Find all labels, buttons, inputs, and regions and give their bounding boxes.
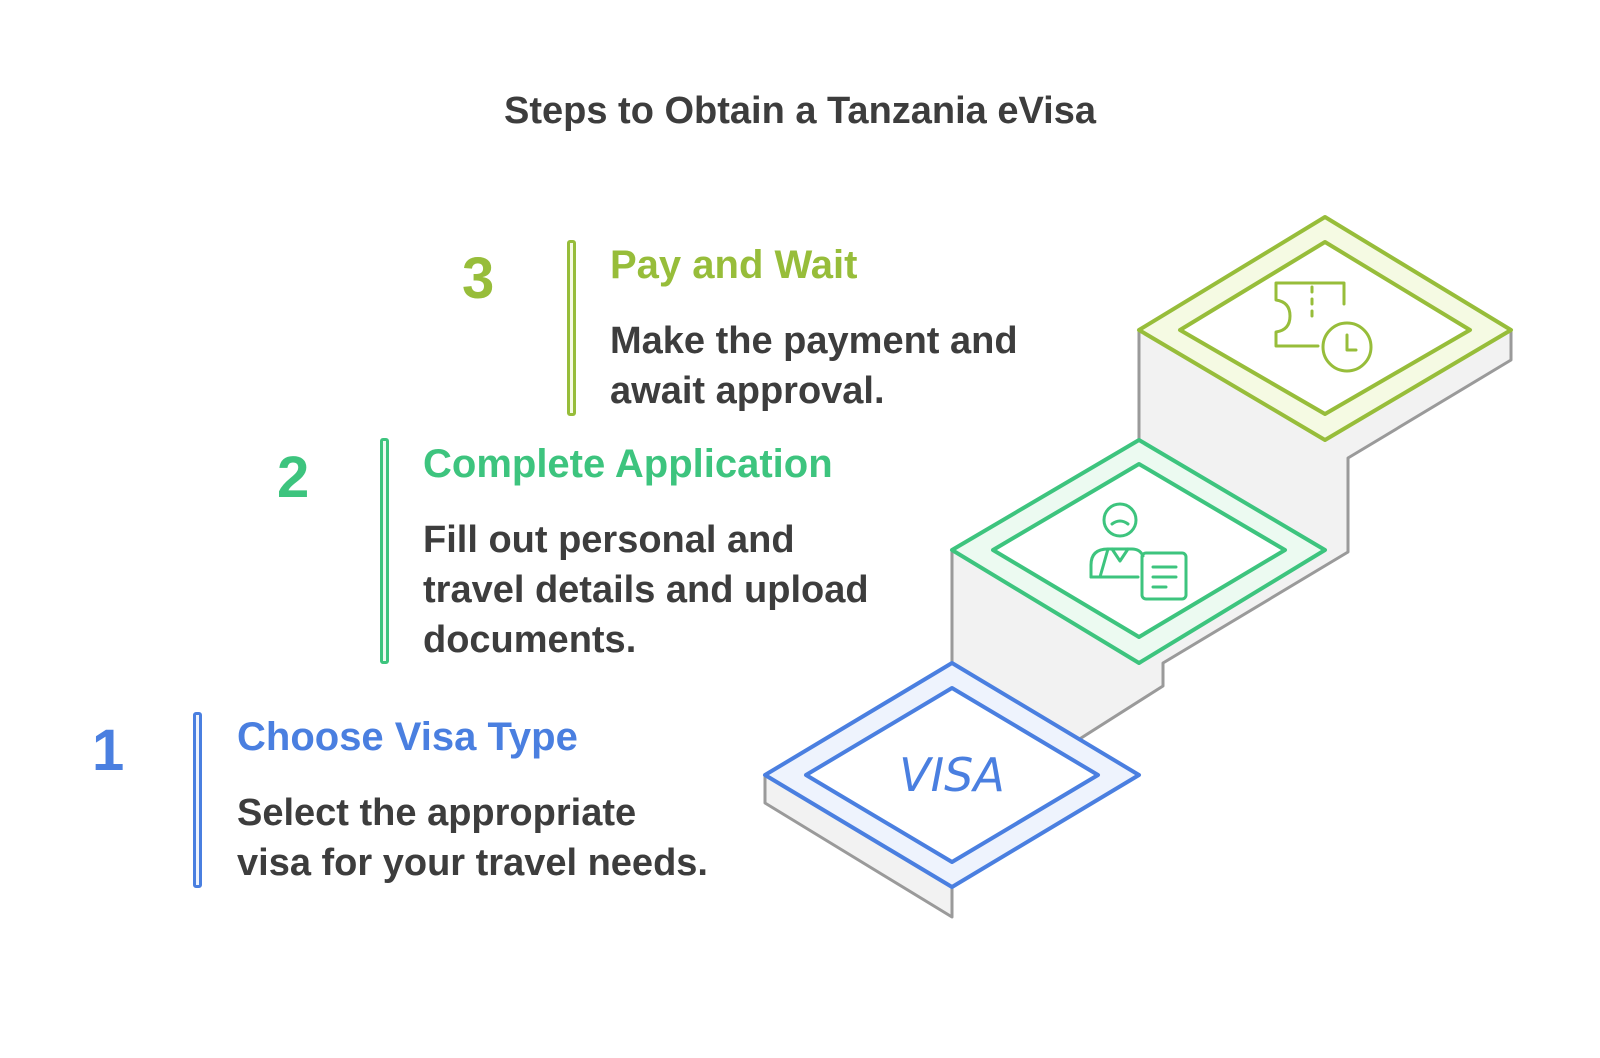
step-2-title: Complete Application (423, 442, 833, 486)
step-1-platform-inner (804, 686, 1100, 864)
step-1-bar (193, 712, 202, 888)
ticket-clock-icon (1274, 281, 1373, 373)
step-3-bar (567, 240, 576, 416)
step-2-description-line: travel details and upload (423, 569, 869, 611)
step-1-description: Select the appropriate visa for your tra… (237, 788, 757, 888)
page-title: Steps to Obtain a Tanzania eVisa (504, 90, 1096, 132)
step-2-bar (380, 438, 389, 664)
step-3-description-line: await approval. (610, 370, 885, 412)
visa-card-icon: VISA (899, 748, 1005, 802)
step-3-title: Pay and Wait (610, 243, 858, 287)
user-document-icon (1089, 502, 1188, 601)
step-1-description-line: Select the appropriate (237, 792, 637, 834)
step-1-title: Choose Visa Type (237, 715, 578, 759)
step-2-number: 2 (277, 445, 310, 510)
step-2-description: Fill out personal and travel details and… (423, 515, 943, 665)
step-3-description: Make the payment and await approval. (610, 316, 1130, 416)
step-1-number: 1 (92, 718, 125, 783)
step-1-description-line: visa for your travel needs. (237, 842, 708, 884)
step-3-description-line: Make the payment and (610, 320, 1018, 362)
step-3-platform-inner (1178, 240, 1472, 416)
step-2-description-line: Fill out personal and (423, 519, 795, 561)
step-3-number: 3 (462, 246, 495, 311)
step-2-description-line: documents. (423, 619, 637, 661)
